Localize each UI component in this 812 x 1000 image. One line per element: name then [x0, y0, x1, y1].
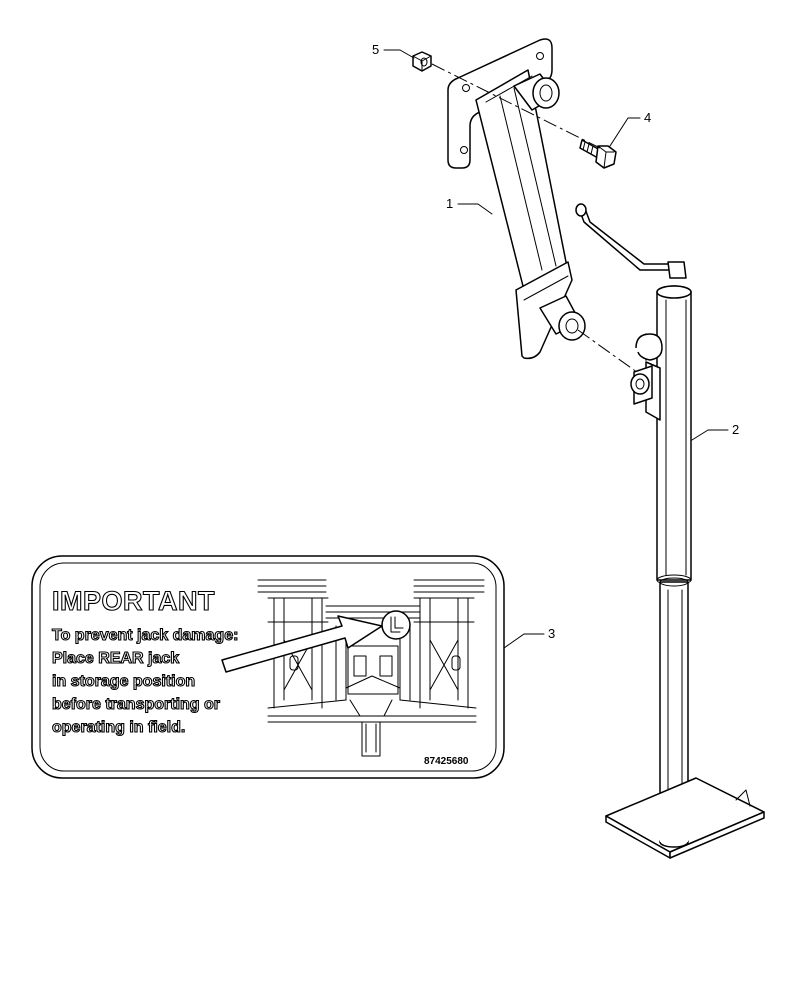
- decal-line-4: before transporting or: [52, 696, 220, 713]
- decal-line-5: operating in field.: [52, 719, 185, 736]
- callout-1-label: 1: [446, 196, 453, 211]
- callout-4: 4: [609, 110, 651, 147]
- decal-line-2: Place REAR jack: [52, 650, 179, 667]
- callout-2-label: 2: [732, 422, 739, 437]
- assembly-line-upper: [431, 63, 601, 149]
- assembly-line-lower: [577, 329, 649, 381]
- decal-line-3: in storage position: [52, 673, 195, 690]
- callout-3: 3: [503, 626, 555, 649]
- callout-2: 2: [691, 422, 739, 441]
- decal-heading: IMPORTANT: [52, 586, 215, 616]
- part-4-bolt: [579, 139, 617, 169]
- part-3-warning-decal: IMPORTANT To prevent jack damage: Place …: [31, 555, 505, 779]
- part-1-mounting-bracket: [447, 38, 586, 360]
- callout-3-label: 3: [548, 626, 555, 641]
- decal-machine-illustration: [221, 579, 485, 757]
- decal-line-1: To prevent jack damage:: [52, 627, 238, 644]
- callout-5-label: 5: [372, 42, 379, 57]
- decal-part-number: 87425680: [424, 756, 469, 767]
- callout-4-label: 4: [644, 110, 651, 125]
- callout-1: 1: [446, 196, 493, 215]
- part-5-nut: [412, 51, 432, 72]
- part-2-jack-stand: [575, 203, 765, 859]
- callout-5: 5: [372, 42, 415, 59]
